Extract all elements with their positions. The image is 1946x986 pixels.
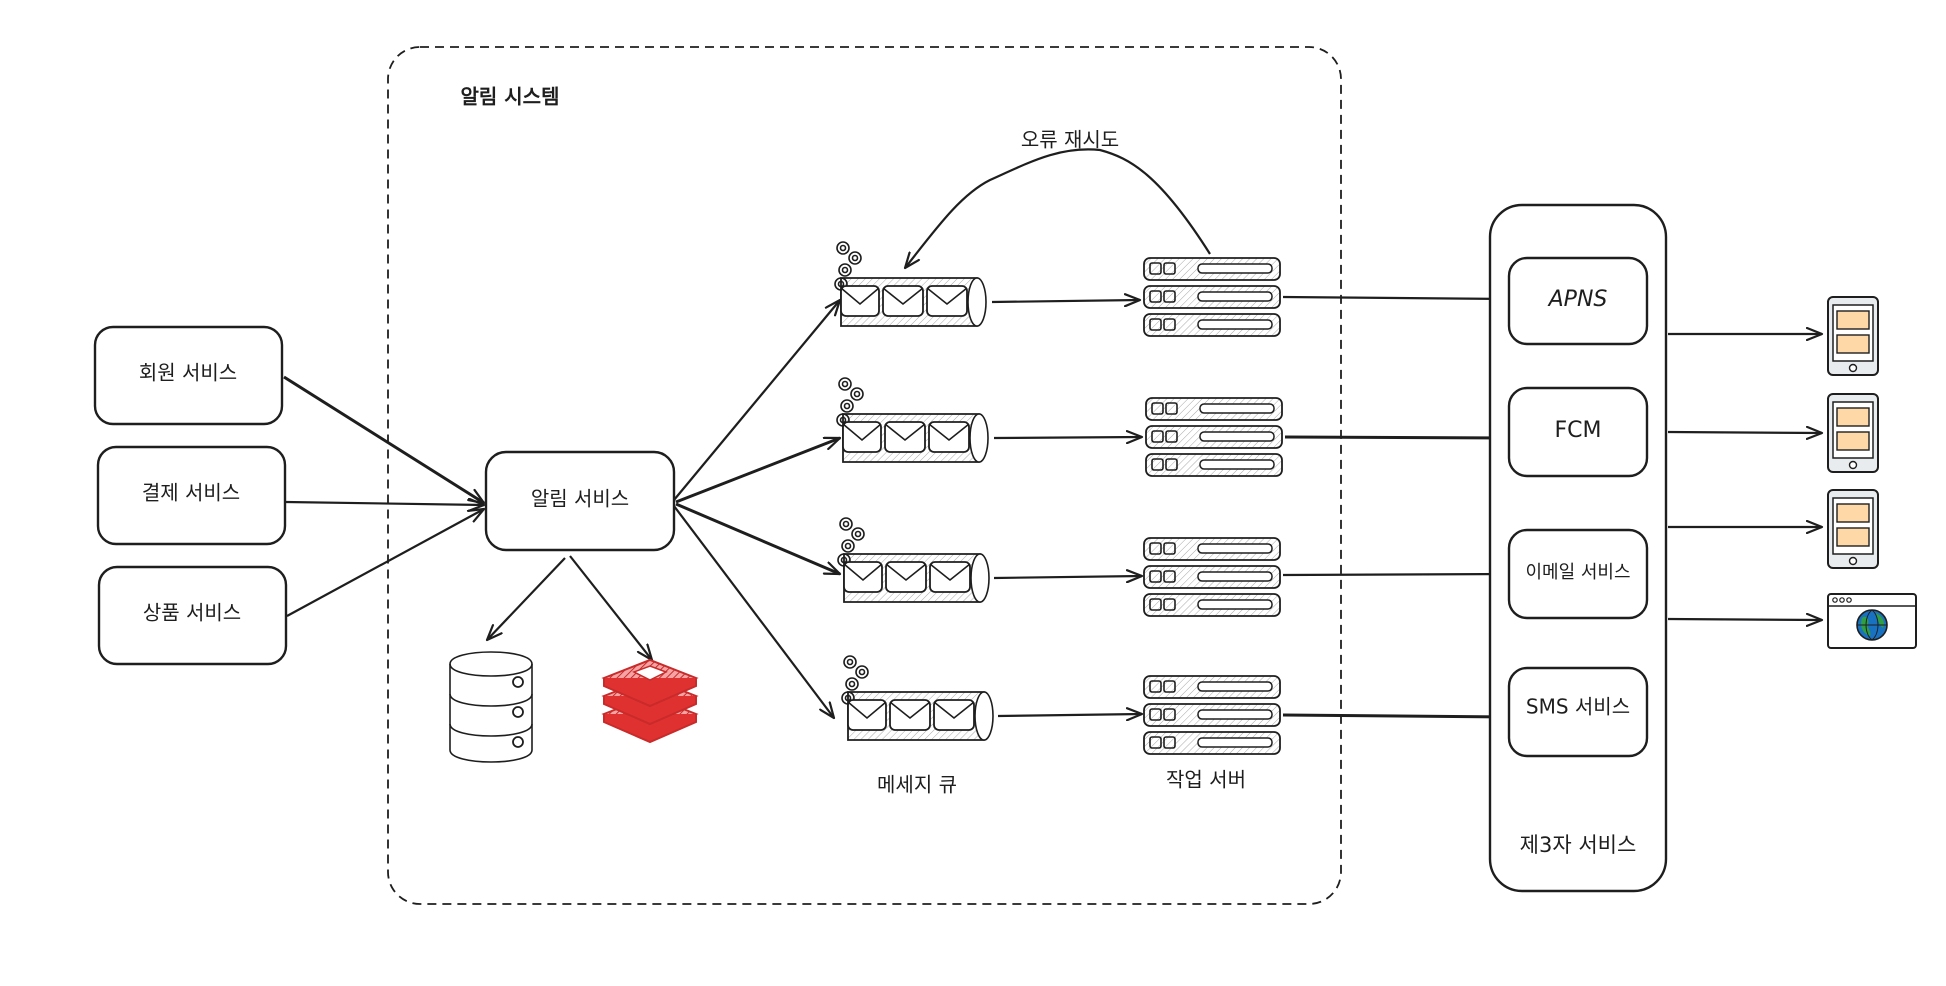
third-party-title: 제3자 서비스 <box>1520 833 1637 857</box>
arrow-retry-loop <box>905 148 1211 268</box>
third-party-service-label: 이메일 서비스 <box>1525 562 1630 583</box>
server-rack-icon <box>1143 675 1281 755</box>
notification-system-frame <box>387 46 1342 905</box>
arrow-queue-2-to-worker-2 <box>993 437 1142 438</box>
worker-column-label: 작업 서버 <box>1166 768 1246 792</box>
message-queue-icon <box>834 241 987 327</box>
system-title: 알림 시스템 <box>461 85 560 109</box>
message-queue-icon <box>837 517 990 603</box>
arrow-worker-1-to-apns <box>1282 297 1509 299</box>
retry-label: 오류 재시도 <box>1021 128 1119 152</box>
arrow-worker-4-to-sms <box>1282 715 1510 717</box>
arrow-notification-to-database <box>487 557 566 640</box>
source-service-label: 상품 서비스 <box>143 601 241 625</box>
cache-stack-icon <box>601 658 699 744</box>
arrow-member-to-notification <box>283 375 484 505</box>
source-service-payment: 결제 서비스 <box>96 445 287 546</box>
third-party-service-label: FCM <box>1555 418 1602 443</box>
arrow-product-to-notification <box>286 509 484 617</box>
source-service-label: 결제 서비스 <box>142 481 240 505</box>
notification-service-label: 알림 서비스 <box>531 487 629 511</box>
arrow-queue-4-to-worker-4 <box>997 714 1142 716</box>
arrow-queue-3-to-worker-3 <box>993 576 1142 578</box>
arrow-notification-to-queue-1 <box>673 300 840 501</box>
third-party-service-label: SMS 서비스 <box>1526 695 1630 719</box>
arrow-queue-1-to-worker-1 <box>991 300 1140 302</box>
source-service-label: 회원 서비스 <box>139 361 237 385</box>
arrow-sms-to-browser <box>1667 619 1822 620</box>
arrow-fcm-to-device-2 <box>1667 432 1822 433</box>
third-party-service-fcm: FCM <box>1507 386 1649 478</box>
server-rack-icon <box>1143 257 1281 337</box>
arrow-notification-to-queue-4 <box>673 505 834 718</box>
browser-globe-icon <box>1827 593 1917 649</box>
third-party-service-label: APNS <box>1547 287 1608 312</box>
arrow-notification-to-queue-3 <box>675 502 840 576</box>
third-party-service-apns: APNS <box>1507 256 1649 346</box>
message-queue-icon <box>836 377 989 463</box>
source-service-product: 상품 서비스 <box>97 565 288 666</box>
arrow-notification-to-cache <box>569 555 652 660</box>
mobile-device-icon <box>1827 296 1879 376</box>
notification-service: 알림 서비스 <box>484 450 676 552</box>
third-party-service-email: 이메일 서비스 <box>1507 528 1649 620</box>
arrow-worker-2-to-fcm <box>1284 437 1509 438</box>
mobile-device-icon <box>1827 393 1879 473</box>
arrow-payment-to-notification <box>285 502 484 505</box>
source-service-member: 회원 서비스 <box>93 325 284 426</box>
mobile-device-icon <box>1827 489 1879 569</box>
message-queue-icon <box>841 655 994 741</box>
queue-column-label: 메세지 큐 <box>877 773 957 797</box>
server-rack-icon <box>1145 397 1283 477</box>
third-party-service-sms: SMS 서비스 <box>1507 666 1649 758</box>
arrow-notification-to-queue-2 <box>675 436 840 504</box>
arrow-worker-3-to-email <box>1282 574 1510 575</box>
database-icon <box>449 651 533 763</box>
server-rack-icon <box>1143 537 1281 617</box>
